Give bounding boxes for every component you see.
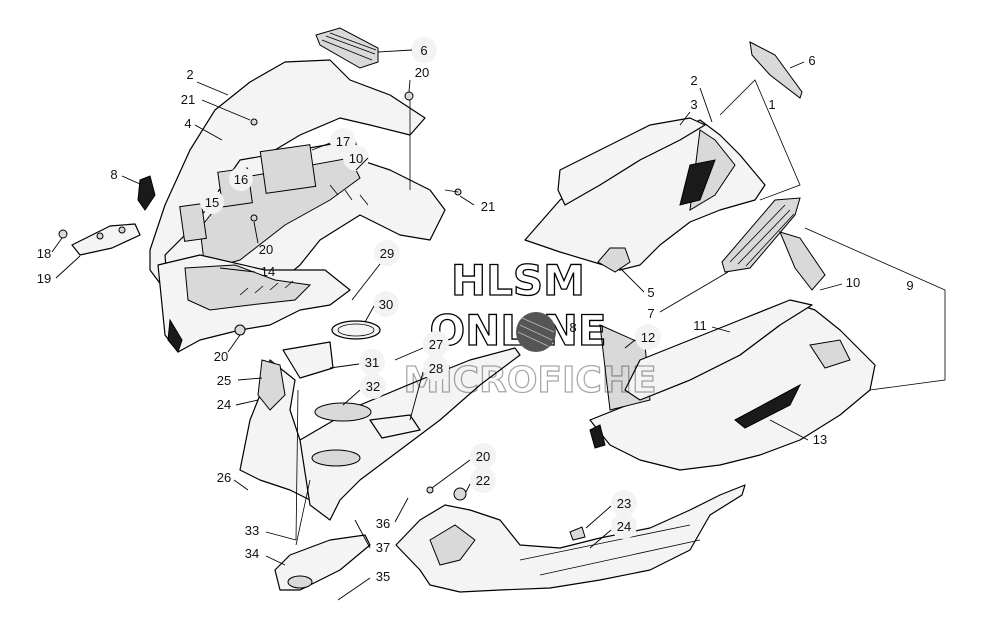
callout-34: 34	[245, 546, 259, 561]
callouts: 6 2 20 21 4 17 10 8 16 15 21 18	[37, 37, 914, 601]
callout-24-right: 24	[617, 519, 631, 534]
callout-11: 11	[693, 318, 707, 333]
callout-24-left: 24	[217, 397, 231, 412]
callout-15: 15	[205, 195, 219, 210]
callout-32: 32	[366, 379, 380, 394]
callout-25: 25	[217, 373, 231, 388]
callout-7: 7	[647, 306, 654, 321]
callout-20-mid: 20	[259, 242, 273, 257]
callout-21-top: 21	[181, 92, 195, 107]
callout-3: 3	[690, 97, 697, 112]
callout-37: 37	[376, 540, 390, 555]
callout-14: 14	[261, 264, 275, 279]
callout-35: 35	[376, 569, 390, 584]
watermark-line-1: HLSM	[451, 256, 585, 305]
callout-27: 27	[429, 337, 443, 352]
callout-13: 13	[813, 432, 827, 447]
dash-assembly	[239, 320, 521, 591]
callout-19: 19	[37, 271, 51, 286]
callout-20-top: 20	[415, 65, 429, 80]
callout-17: 17	[336, 134, 350, 149]
callout-5: 5	[647, 285, 654, 300]
callout-1: 1	[768, 97, 775, 112]
callout-21-right: 21	[481, 199, 495, 214]
callout-22: 22	[476, 473, 490, 488]
callout-2-right: 2	[690, 73, 697, 88]
callout-4: 4	[184, 116, 191, 131]
side-panel-upper	[524, 41, 803, 273]
callout-10-right: 10	[846, 275, 860, 290]
callout-36: 36	[376, 516, 390, 531]
callout-31: 31	[365, 355, 379, 370]
callout-8-left: 8	[110, 167, 117, 182]
callout-6-left: 6	[420, 43, 427, 58]
callout-10-left: 10	[349, 151, 363, 166]
callout-29: 29	[380, 246, 394, 261]
callout-26: 26	[217, 470, 231, 485]
callout-20-lower: 20	[214, 349, 228, 364]
callout-6-right: 6	[808, 53, 815, 68]
callout-9: 9	[906, 278, 913, 293]
callout-2-left: 2	[186, 67, 193, 82]
callout-30: 30	[379, 297, 393, 312]
callout-28: 28	[429, 361, 443, 376]
callout-16: 16	[234, 172, 248, 187]
callout-12: 12	[641, 330, 655, 345]
callout-18: 18	[37, 246, 51, 261]
lower-side-panel	[395, 484, 746, 593]
callout-33: 33	[245, 523, 259, 538]
callout-8-right: 8	[569, 320, 576, 335]
callout-20-bottom: 20	[476, 449, 490, 464]
callout-23: 23	[617, 496, 631, 511]
side-panel-lower	[589, 227, 946, 471]
hood-assembly	[58, 27, 462, 354]
